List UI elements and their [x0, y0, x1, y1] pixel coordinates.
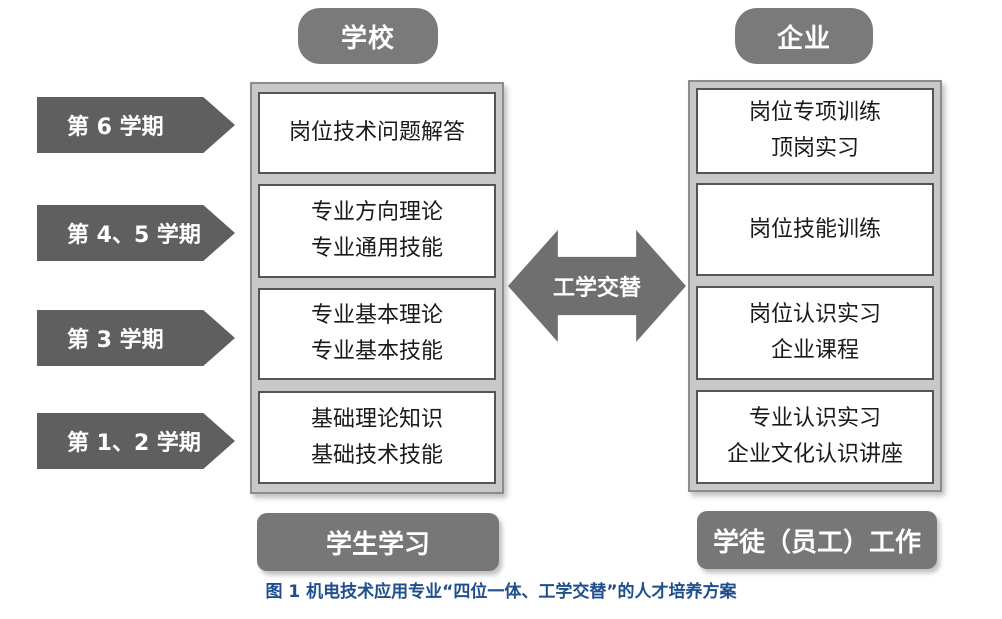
apprentice-work-footer: 学徒（员工）工作	[697, 511, 937, 569]
semester-label-6: 第 6 学期	[37, 97, 235, 153]
company-header: 企业	[735, 8, 873, 64]
school-box-3-line-2: 专业基本技能	[310, 339, 443, 364]
school-box-2-line-2: 专业通用技能	[310, 236, 443, 261]
school-box-1-line-1: 岗位技术问题解答	[288, 120, 465, 145]
company-box-4: 专业认识实习 企业文化认识讲座	[696, 390, 934, 484]
company-box-1: 岗位专项训练 顶岗实习	[696, 88, 934, 174]
school-box-1: 岗位技术问题解答	[258, 92, 496, 174]
company-box-2: 岗位技能训练	[696, 183, 934, 276]
school-box-3: 专业基本理论 专业基本技能	[258, 288, 496, 380]
school-header: 学校	[298, 8, 438, 64]
double-arrow-label: 工学交替	[552, 276, 641, 301]
school-box-4-line-2: 基础技术技能	[310, 442, 443, 468]
semester-label-4-5: 第 4、5 学期	[37, 205, 235, 261]
company-box-3-line-2: 企业课程	[770, 338, 859, 363]
school-box-2: 专业方向理论 专业通用技能	[258, 184, 496, 278]
figure-caption: 图 1 机电技术应用专业“四位一体、工学交替”的人才培养方案	[265, 582, 737, 602]
school-box-3-line-1: 专业基本理论	[310, 303, 443, 328]
school-box-4: 基础理论知识 基础技术技能	[258, 391, 496, 484]
company-box-3-line-1: 岗位认识实习	[748, 302, 881, 327]
student-study-footer: 学生学习	[257, 513, 499, 571]
company-box-2-line-1: 岗位技能训练	[748, 216, 881, 242]
company-box-4-line-1: 专业认识实习	[748, 406, 881, 431]
semester-label-1-2: 第 1、2 学期	[37, 413, 235, 469]
company-box-1-line-1: 岗位专项训练	[748, 100, 881, 125]
semester-label-3: 第 3 学期	[37, 310, 235, 366]
company-box-1-line-2: 顶岗实习	[770, 136, 859, 161]
school-box-2-line-1: 专业方向理论	[310, 200, 443, 225]
company-box-4-line-2: 企业文化认识讲座	[726, 442, 903, 467]
school-box-4-line-1: 基础理论知识	[310, 406, 443, 432]
company-box-3: 岗位认识实习 企业课程	[696, 286, 934, 380]
